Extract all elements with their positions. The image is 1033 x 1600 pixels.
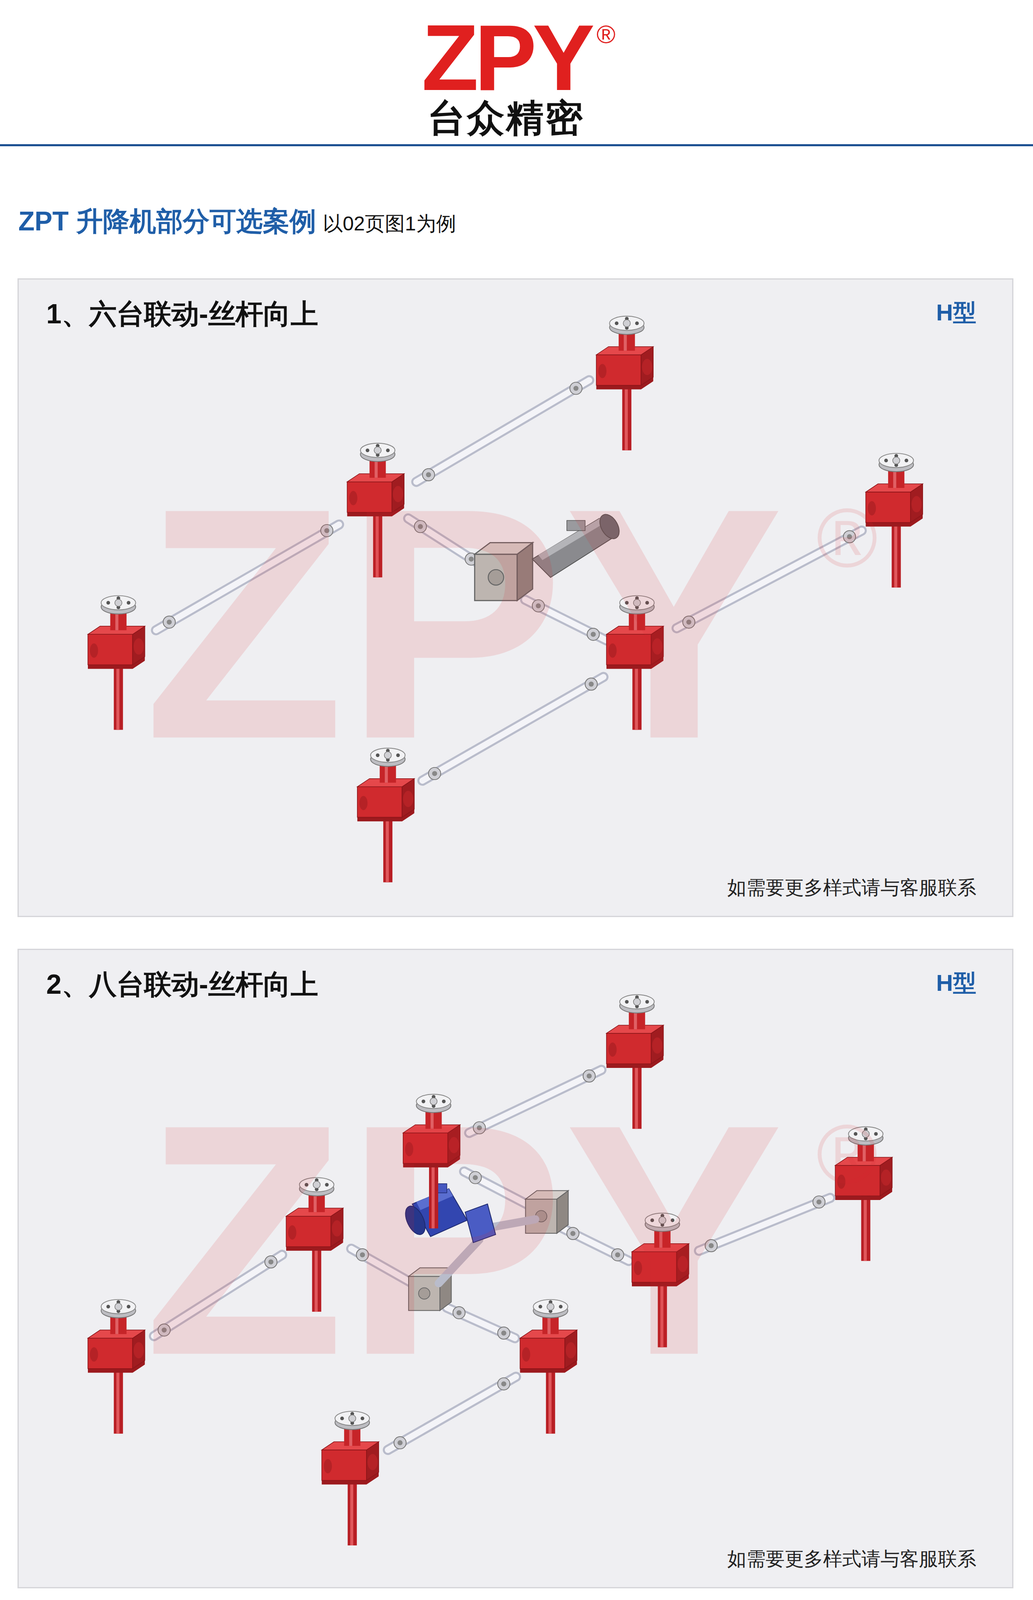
title-row: ZPT 升降机部分可选案例以02页图1为例 [18,203,457,240]
contact-note: 如需要更多样式请与客服联系 [727,874,977,901]
contact-note: 如需要更多样式请与客服联系 [727,1545,977,1572]
brand-logo: ZPY [381,10,632,105]
case-panel: 2、八台联动-丝杆向上 H型如需要更多样式请与客服联系 ZPY ® [17,948,1014,1588]
type-tag: H型 [936,967,977,999]
brand-name: 台众精密 [381,98,632,138]
watermark: ZPY [143,1074,784,1404]
motor-gearbox [474,511,624,601]
case-panel: 1、六台联动-丝杆向上 H型如需要更多样式请与客服联系 ZPY ® [17,278,1014,917]
motor-gearboxes [401,1183,569,1310]
type-tag: H型 [936,296,977,329]
couplings [163,381,856,780]
watermark-mark: ® [816,496,878,580]
drive-shafts [154,1069,831,1450]
screw-jacks [87,316,923,883]
page-title: ZPT 升降机部分可选案例 [18,203,317,240]
watermark: ZPY [143,458,784,788]
jack-system-illustration [18,279,1013,916]
registered-mark: ® [596,21,616,48]
screw-jacks [87,994,893,1545]
panel-heading: 2、八台联动-丝杆向上 [46,965,319,1004]
watermark-mark: ® [816,1112,878,1196]
couplings [157,1069,825,1449]
title-note: 以02页图1为例 [322,210,457,238]
panel-heading: 1、六台联动-丝杆向上 [46,295,319,333]
drive-shafts [156,379,862,781]
jack-system-illustration [18,949,1013,1587]
